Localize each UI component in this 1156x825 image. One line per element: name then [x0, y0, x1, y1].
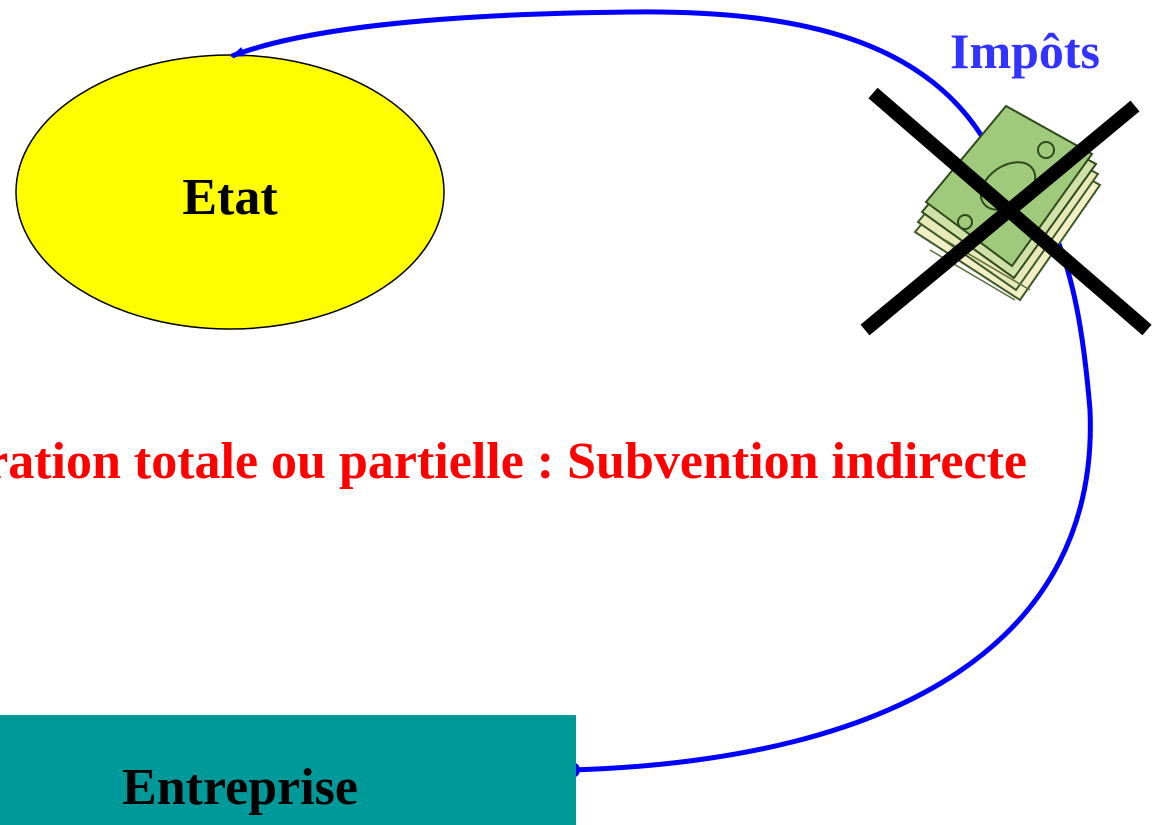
etat-label: Etat	[182, 169, 278, 226]
entreprise-label: Entreprise	[122, 759, 358, 816]
entreprise-box	[0, 715, 576, 825]
subsidy-caption: Exonération totale ou partielle : Subven…	[0, 433, 1027, 490]
impots-label: Impôts	[949, 23, 1101, 79]
etat-ellipse	[15, 54, 445, 330]
cross-out-icon	[860, 87, 1152, 336]
